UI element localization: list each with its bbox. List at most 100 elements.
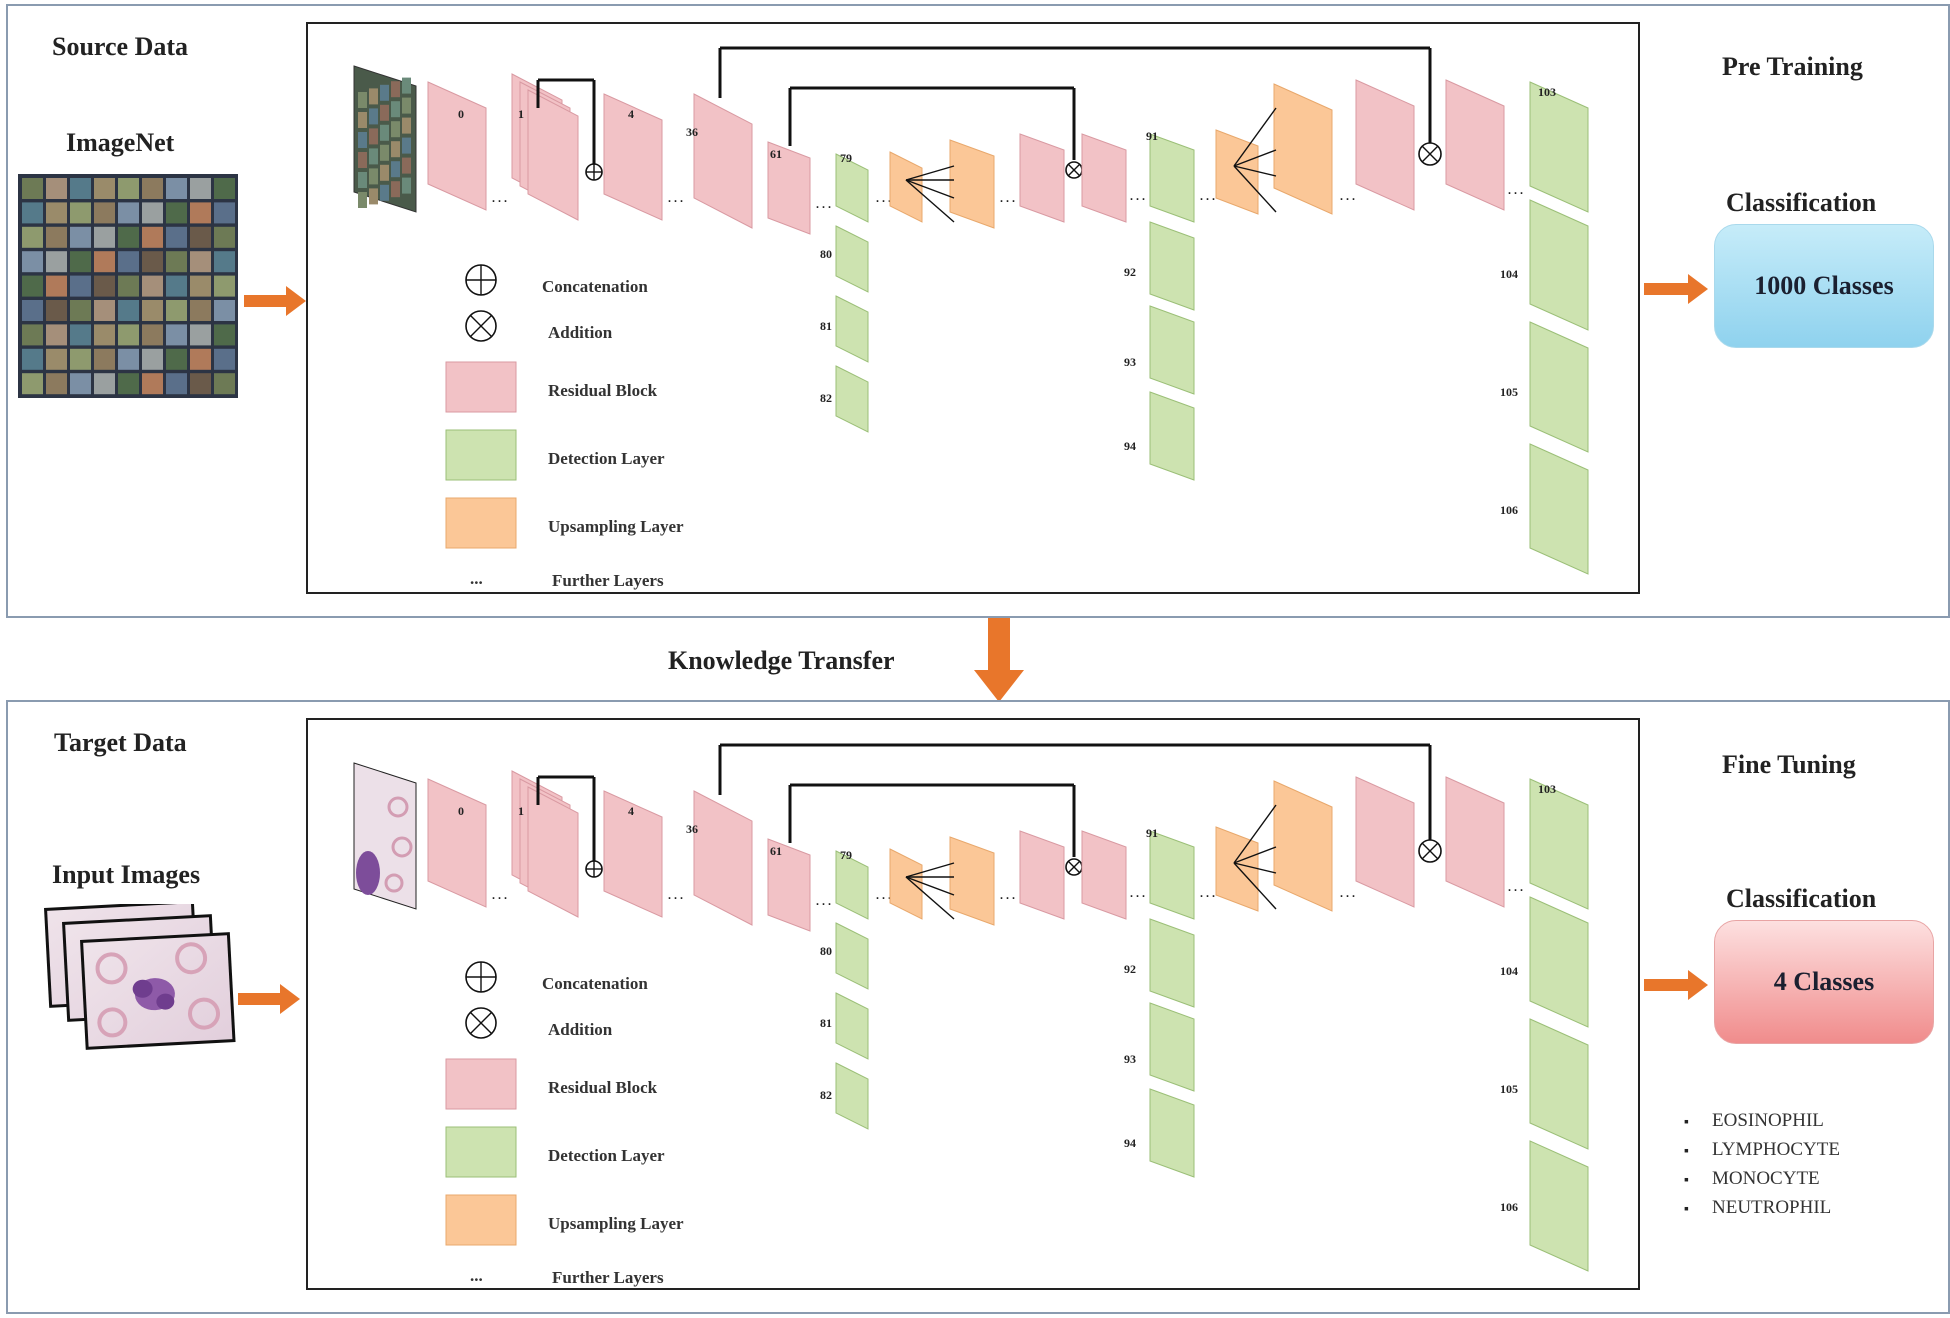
input-image-cell: [369, 128, 378, 145]
output-arrow-bottom: [1644, 970, 1708, 1000]
upsampling-layer-2a: [1215, 826, 1259, 912]
residual-block-4: [603, 790, 663, 918]
detection-layer-104: [1529, 896, 1589, 1028]
knowledge-transfer-arrow: [974, 618, 1024, 702]
input-image-cell: [358, 192, 367, 208]
detection-layer-93: [1149, 305, 1195, 395]
layer-number: 1: [518, 107, 524, 121]
layer-number: 93: [1124, 1052, 1136, 1066]
legend-detection-label: Detection Layer: [548, 449, 665, 468]
input-image-cell: [369, 88, 378, 105]
imagenet-cell: [214, 202, 235, 224]
legend-residual-swatch: [445, 361, 517, 413]
upsample-fan: [1233, 862, 1277, 874]
detection-layer-106: [1529, 1140, 1589, 1272]
input-image-cell: [391, 181, 400, 198]
legend-upsampling-swatch: [445, 1194, 517, 1246]
layer-number: 91: [1146, 826, 1158, 840]
layer-number: 4: [628, 107, 634, 121]
input-image-cell: [402, 97, 411, 114]
imagenet-cell: [94, 300, 115, 321]
input-image-cell: [380, 124, 389, 141]
addition-op-2-d2: [1421, 145, 1439, 163]
classes-box-top: 1000 Classes: [1714, 224, 1934, 348]
imagenet-cell: [94, 178, 115, 199]
ellipsis-dots: . . .: [1508, 880, 1523, 894]
imagenet-cell: [46, 251, 67, 273]
input-image-cell: [391, 121, 400, 138]
imagenet-cell: [46, 275, 67, 297]
upsample-fan: [1233, 165, 1277, 213]
imagenet-cell: [214, 348, 235, 370]
detection-layer-79: [835, 850, 869, 920]
imagenet-cell: [22, 226, 43, 248]
imagenet-cell: [190, 373, 211, 395]
ellipsis-dots: . . .: [1508, 183, 1523, 197]
residual-block-1c: [527, 89, 579, 221]
ellipsis-dots: . . .: [1200, 189, 1215, 203]
upsampling-layer-1a: [889, 151, 923, 223]
imagenet-label: ImageNet: [66, 128, 175, 157]
imagenet-cell: [142, 202, 163, 224]
imagenet-cell: [190, 348, 211, 370]
input-image-cell: [391, 81, 400, 98]
imagenet-cell: [118, 275, 139, 297]
imagenet-cell: [22, 373, 43, 395]
input-image-cell: [380, 184, 389, 201]
input-image-cell: [380, 84, 389, 101]
legend-ellipsis: ...: [470, 569, 483, 588]
ellipsis-dots: . . .: [1340, 189, 1355, 203]
class-list-item: EOSINOPHIL: [1684, 1106, 1840, 1135]
ellipsis-dots: . . .: [492, 191, 507, 205]
layer-number: 103: [1538, 782, 1556, 796]
imagenet-cell: [166, 324, 187, 346]
imagenet-cell: [190, 202, 211, 224]
input-image-cell: [369, 148, 378, 165]
imagenet-cell: [166, 373, 187, 395]
imagenet-cell: [118, 251, 139, 273]
layer-number: 36: [686, 125, 698, 139]
upsample-fan: [1233, 862, 1277, 910]
residual-block-1c: [527, 786, 579, 918]
residual-block-pre103b: [1445, 776, 1505, 908]
detection-layer-106: [1529, 443, 1589, 575]
layer-number: 79: [840, 151, 852, 165]
imagenet-cell: [214, 226, 235, 248]
ellipsis-dots: . . .: [1130, 886, 1145, 900]
detection-layer-94: [1149, 391, 1195, 481]
residual-block-61: [767, 838, 811, 932]
imagenet-cell: [142, 300, 163, 321]
layer-number: 61: [770, 844, 782, 858]
source-data-title: Source Data: [52, 32, 189, 61]
input-image-rbc: [391, 836, 413, 858]
imagenet-cell: [118, 348, 139, 370]
upsample-fan: [905, 165, 955, 181]
residual-block-4: [603, 93, 663, 221]
ellipsis-dots: . . .: [816, 894, 831, 908]
detection-layer-103: [1529, 778, 1589, 910]
residual-block-36: [693, 93, 753, 229]
layer-number: 105: [1500, 1082, 1518, 1096]
residual-block-pre103a: [1355, 776, 1415, 908]
residual-block-pre91b: [1081, 830, 1127, 920]
ellipsis-dots: . . .: [1000, 191, 1015, 205]
imagenet-cell: [22, 324, 43, 346]
ellipsis-dots: . . .: [1130, 189, 1145, 203]
imagenet-cell: [190, 275, 211, 297]
legend-residual-swatch: [445, 1058, 517, 1110]
legend-detection-label: Detection Layer: [548, 1146, 665, 1165]
detection-layer-93: [1149, 1002, 1195, 1092]
input-image-cell: [358, 112, 367, 128]
input-image-cell: [358, 92, 367, 108]
imagenet-cell: [142, 251, 163, 273]
imagenet-cell: [118, 178, 139, 199]
target-data-title: Target Data: [54, 728, 187, 757]
imagenet-cell: [190, 226, 211, 248]
classes-box-bottom-label: 4 Classes: [1773, 967, 1875, 996]
detection-layer-81: [835, 295, 869, 363]
fine-tuning-label: Fine Tuning: [1722, 750, 1856, 779]
legend-concatenation-label: Concatenation: [542, 277, 648, 296]
imagenet-cell: [70, 178, 91, 199]
layer-number: 80: [820, 247, 832, 261]
